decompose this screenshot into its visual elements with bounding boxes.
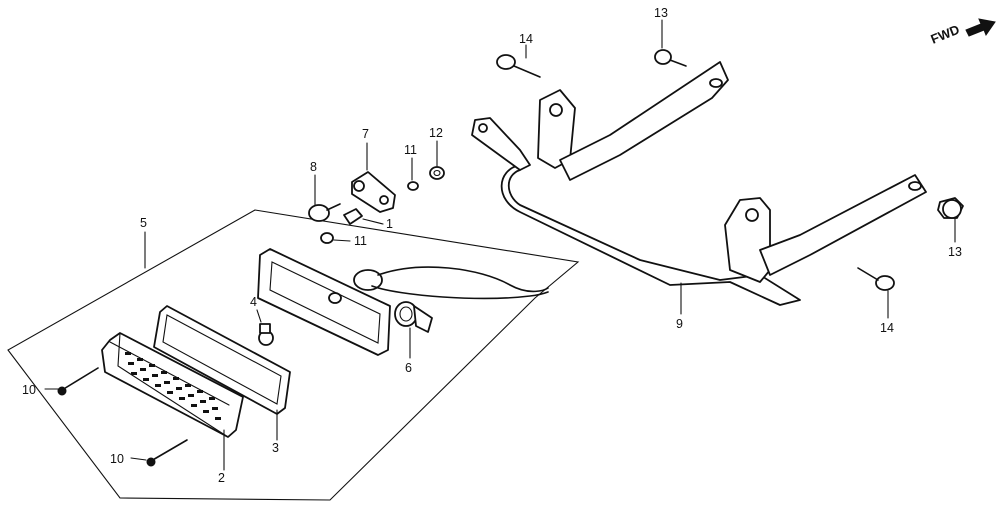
fwd-indicator: FWD (929, 18, 996, 47)
callout-2: 2 (218, 471, 225, 485)
callout-1: 1 (386, 217, 393, 231)
screws-10 (57, 367, 188, 467)
callout-4: 4 (250, 295, 257, 309)
bulb (258, 323, 274, 346)
callout-12: 12 (429, 126, 443, 140)
mounting-stay (471, 61, 927, 306)
bolt-14-top (496, 54, 541, 78)
fwd-label: FWD (929, 22, 962, 47)
callout-11-top: 11 (404, 143, 417, 157)
leader-lines (44, 19, 956, 471)
callout-10-top: 10 (22, 383, 36, 397)
callouts: 5 2 3 4 6 7 8 1 11 12 11 9 10 10 13 13 1… (22, 6, 962, 485)
lens (101, 332, 244, 438)
callout-7: 7 (362, 127, 369, 141)
bracket (351, 171, 396, 213)
nut-13-right (937, 197, 964, 219)
nut-12 (429, 166, 445, 180)
callout-13-top: 13 (654, 6, 668, 20)
callout-3: 3 (272, 441, 279, 455)
callout-9: 9 (676, 317, 683, 331)
callout-8: 8 (310, 160, 317, 174)
callout-13-right: 13 (948, 245, 962, 259)
gasket (153, 305, 291, 415)
callout-14-right: 14 (880, 321, 894, 335)
assembly-outline (7, 209, 580, 501)
callout-11-bottom: 11 (354, 234, 367, 248)
forward-arrow-icon (965, 18, 996, 37)
callout-10-bottom: 10 (110, 452, 124, 466)
callout-5: 5 (140, 216, 147, 230)
bolt-14-right (857, 267, 895, 291)
callout-14-top: 14 (519, 32, 533, 46)
nut-13-top (654, 49, 687, 67)
light-housing (257, 248, 549, 356)
washer-11 (320, 181, 419, 244)
callout-6: 6 (405, 361, 412, 375)
bolt-8 (308, 203, 341, 222)
collar (343, 208, 363, 225)
socket (394, 301, 433, 333)
